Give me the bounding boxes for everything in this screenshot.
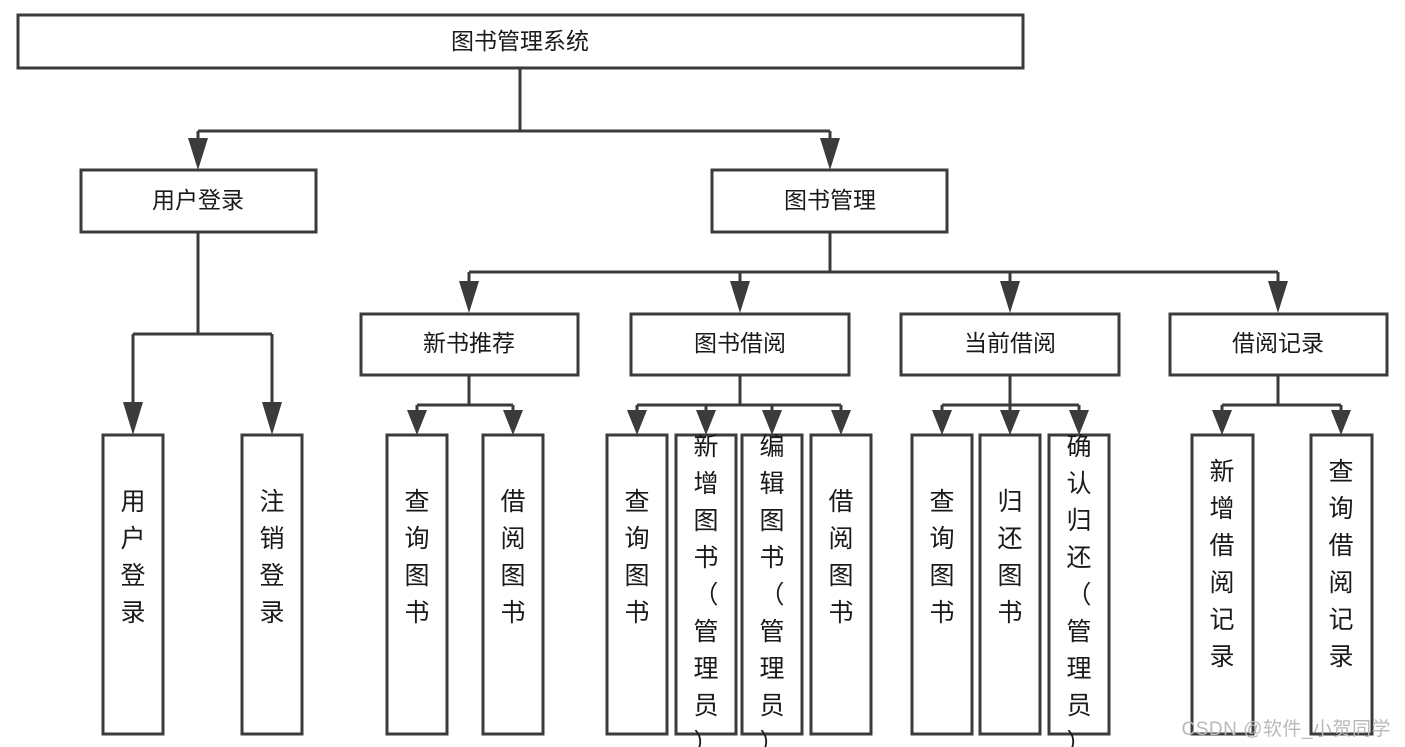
leaf-current-borrow-1-box[interactable] (978, 433, 1042, 736)
arrowhead-leaf-cb-2 (1000, 410, 1020, 435)
arrowhead-leaf-bb-1 (627, 410, 647, 435)
arrowhead-bookmgmt (820, 138, 840, 170)
leaf-current-borrow-2-box[interactable] (1047, 433, 1111, 736)
node-root-box[interactable] (16, 13, 1025, 70)
arrowhead-leaf-nbr-1 (407, 410, 427, 435)
leaf-borrow-record-0-box[interactable] (1190, 433, 1255, 736)
leaf-new-book-recommend-1[interactable]: 借阅图书 (481, 433, 545, 736)
arrowhead-leaf-nbr-2 (503, 410, 523, 435)
node-borrow-record[interactable]: 借阅记录 (1168, 312, 1389, 377)
leaf-current-borrow-0[interactable]: 查询图书 (910, 433, 974, 736)
leaf-book-borrow-1-label: 新增图书（管理员） (693, 433, 718, 747)
arrowhead-borrow-record (1268, 281, 1288, 313)
arrowhead-userlogin (188, 138, 208, 170)
leaf-borrow-record-0-label: 新增借阅记录 (1209, 458, 1234, 671)
node-root[interactable]: 图书管理系统 (16, 13, 1025, 70)
node-current-borrow-box[interactable] (899, 312, 1121, 377)
connector-group-book-borrow (627, 375, 851, 435)
leaf-book-borrow-3-box[interactable] (809, 433, 873, 736)
leaf-user-login-0-box[interactable] (101, 433, 165, 736)
leaf-book-borrow-0[interactable]: 查询图书 (605, 433, 669, 736)
leaf-new-book-recommend-1-label: 借阅图书 (500, 488, 525, 627)
connector-group-borrow-record (1212, 375, 1351, 435)
connector-group-userlogin (123, 232, 282, 435)
node-book-management-box[interactable] (710, 168, 949, 234)
leaf-borrow-record-0[interactable]: 新增借阅记录 (1190, 433, 1255, 736)
node-current-borrow-label: 当前借阅 (964, 330, 1056, 356)
leaf-user-login-0[interactable]: 用户登录 (101, 433, 165, 736)
leaf-book-borrow-1[interactable]: 新增图书（管理员） (674, 433, 738, 747)
connector-group-root (188, 68, 840, 170)
leaf-borrow-record-1-box[interactable] (1309, 433, 1374, 736)
arrowhead-book-borrow (730, 281, 750, 313)
leaf-user-login-1-box[interactable] (240, 433, 304, 736)
arrowhead-new-book-recommend (459, 281, 479, 313)
leaf-book-borrow-2[interactable]: 编辑图书（管理员） (740, 433, 804, 747)
node-book-borrow[interactable]: 图书借阅 (629, 312, 851, 377)
leaf-current-borrow-2[interactable]: 确认归还（管理员） (1047, 433, 1111, 747)
arrowhead-leaf-cb-3 (1069, 410, 1089, 435)
arrowhead-leaf-br-2 (1331, 410, 1351, 435)
node-borrow-record-box[interactable] (1168, 312, 1389, 377)
arrowhead-leaf-bb-2 (696, 410, 716, 435)
leaf-new-book-recommend-0[interactable]: 查询图书 (385, 433, 449, 736)
leaf-current-borrow-0-box[interactable] (910, 433, 974, 736)
node-user-login-box[interactable] (79, 168, 318, 234)
arrowhead-leaf-logout (262, 402, 282, 435)
leaf-new-book-recommend-0-label: 查询图书 (404, 488, 429, 627)
arrowhead-leaf-br-1 (1212, 410, 1232, 435)
leaf-user-login-0-label: 用户登录 (120, 488, 145, 627)
connector-group-bookmgmt (459, 232, 1288, 313)
node-new-book-recommend-label: 新书推荐 (423, 330, 515, 356)
leaf-user-login-1[interactable]: 注销登录 (240, 433, 304, 736)
leaf-book-borrow-1-box[interactable] (674, 433, 738, 736)
leaf-user-login-1-label: 注销登录 (259, 488, 284, 627)
leaf-current-borrow-2-label: 确认归还（管理员） (1066, 433, 1091, 747)
leaf-book-borrow-2-box[interactable] (740, 433, 804, 736)
node-book-management[interactable]: 图书管理 (710, 168, 949, 234)
node-new-book-recommend[interactable]: 新书推荐 (359, 312, 580, 377)
arrowhead-leaf-bb-3 (762, 410, 782, 435)
leaf-new-book-recommend-0-box[interactable] (385, 433, 449, 736)
arrowhead-leaf-user-login (123, 402, 143, 435)
node-current-borrow[interactable]: 当前借阅 (899, 312, 1121, 377)
leaf-book-borrow-3-label: 借阅图书 (828, 488, 853, 627)
leaf-borrow-record-1-label: 查询借阅记录 (1328, 458, 1353, 671)
leaf-new-book-recommend-1-box[interactable] (481, 433, 545, 736)
node-root-label: 图书管理系统 (451, 28, 589, 54)
node-book-management-label: 图书管理 (784, 187, 876, 213)
arrowhead-leaf-cb-1 (932, 410, 952, 435)
leaf-book-borrow-0-box[interactable] (605, 433, 669, 736)
arrowhead-leaf-bb-4 (831, 410, 851, 435)
node-new-book-recommend-box[interactable] (359, 312, 580, 377)
leaf-borrow-record-1[interactable]: 查询借阅记录 (1309, 433, 1374, 736)
leaf-current-borrow-1[interactable]: 归还图书 (978, 433, 1042, 736)
csdn-watermark: CSDN @软件_小贺同学 (1181, 719, 1391, 740)
node-user-login[interactable]: 用户登录 (79, 168, 318, 234)
leaf-current-borrow-1-label: 归还图书 (997, 488, 1022, 627)
leaf-book-borrow-3[interactable]: 借阅图书 (809, 433, 873, 736)
leaf-book-borrow-2-label: 编辑图书（管理员） (759, 433, 784, 747)
arrowhead-current-borrow (1000, 281, 1020, 313)
node-book-borrow-box[interactable] (629, 312, 851, 377)
leaf-current-borrow-0-label: 查询图书 (929, 488, 954, 627)
node-borrow-record-label: 借阅记录 (1232, 330, 1324, 356)
node-user-login-label: 用户登录 (152, 187, 244, 213)
node-book-borrow-label: 图书借阅 (694, 330, 786, 356)
leaf-book-borrow-0-label: 查询图书 (624, 488, 649, 627)
connector-group-current-borrow (932, 375, 1089, 435)
connector-group-new-book-recommend (407, 375, 523, 435)
